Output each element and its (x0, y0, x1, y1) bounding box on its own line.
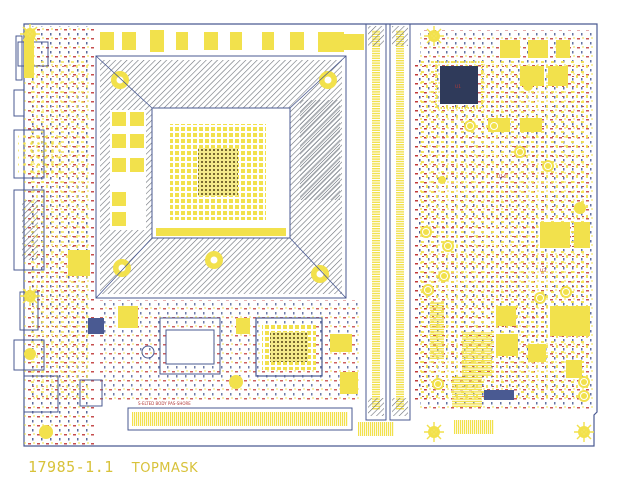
cpu-socket (68, 55, 347, 299)
board-id: 17985-1.1 (28, 458, 114, 476)
expansion-slot: S-ELTED BODY PAS-SHORE (127, 401, 353, 431)
left-io-connectors (13, 35, 64, 413)
ref-designator-u1: U1 (455, 84, 461, 90)
chipset-bga (255, 317, 323, 377)
mid-left-components (39, 306, 358, 439)
right-side-components: U14 U1 U3 (358, 40, 590, 436)
ref-designator-u3: U3 (540, 268, 546, 274)
layer-caption: 17985-1.1 TOPMASK (28, 458, 198, 476)
layer-name: TOPMASK (131, 461, 199, 476)
super-io-chip (435, 61, 483, 109)
top-component-row (100, 30, 364, 52)
ref-designator-u14: U14 (497, 174, 506, 180)
silk-text-row: S-ELTED BODY PAS-SHORE (138, 401, 191, 406)
memory-slots (365, 23, 426, 421)
